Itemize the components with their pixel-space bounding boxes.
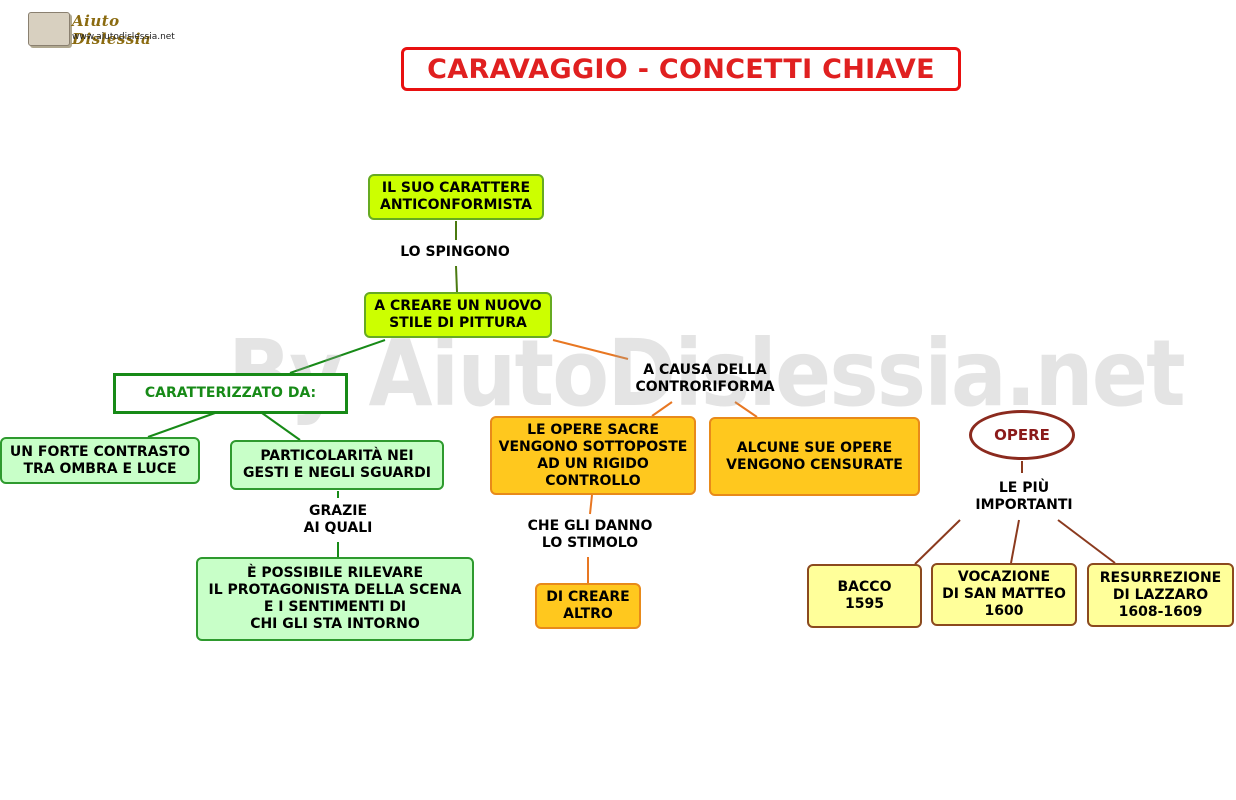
link-caratterizzato-particolarita: [261, 412, 301, 441]
node-particolarita: PARTICOLARITÀ NEI GESTI E NEGLI SGUARDI: [230, 440, 444, 490]
node-forte-contrasto: UN FORTE CONTRASTO TRA OMBRA E LUCE: [0, 437, 200, 484]
link-importanti-resurrezione: [1057, 519, 1116, 564]
node-caratterizzato-da: CARATTERIZZATO DA:: [113, 373, 348, 414]
node-opere-sacre: LE OPERE SACRE VENGONO SOTTOPOSTE AD UN …: [490, 416, 696, 495]
logo-name: Aiuto Dislessia: [72, 12, 152, 48]
link-caratterizzato-contrasto: [147, 412, 216, 438]
node-creare-altro: DI CREARE ALTRO: [535, 583, 641, 629]
node-carattere-anticonformista: IL SUO CARATTERE ANTICONFORMISTA: [368, 174, 544, 220]
link-stile-caratterizzato: [289, 339, 386, 374]
node-opere-censurate: ALCUNE SUE OPERE VENGONO CENSURATE: [709, 417, 920, 496]
node-bacco: BACCO 1595: [807, 564, 922, 628]
node-resurrezione: RESURREZIONE DI LAZZARO 1608-1609: [1087, 563, 1234, 627]
label-controriforma: A CAUSA DELLA CONTRORIFORMA: [635, 362, 775, 395]
link-stile-controriforma: [552, 339, 629, 360]
book-icon: [28, 12, 70, 46]
label-piu-importanti: LE PIÙ IMPORTANTI: [975, 480, 1073, 513]
node-vocazione: VOCAZIONE DI SAN MATTEO 1600: [931, 563, 1077, 626]
link-spingono-stile: [455, 265, 458, 293]
label-grazie-ai-quali: GRAZIE AI QUALI: [303, 503, 373, 536]
link-controriforma-censurate: [734, 401, 758, 418]
page-title: CARAVAGGIO - CONCETTI CHIAVE: [401, 47, 961, 91]
link-importanti-vocazione: [1010, 519, 1020, 564]
link-importanti-bacco: [914, 519, 961, 565]
node-opere: OPERE: [969, 410, 1075, 460]
node-nuovo-stile: A CREARE UN NUOVO STILE DI PITTURA: [364, 292, 552, 338]
link-opere-sacre-stimolo: [589, 494, 593, 515]
logo-url: www.aiutodislessia.net: [72, 32, 175, 42]
node-possibile-rilevare: È POSSIBILE RILEVARE IL PROTAGONISTA DEL…: [196, 557, 474, 641]
label-stimolo: CHE GLI DANNO LO STIMOLO: [527, 518, 653, 551]
link-controriforma-opere-sacre: [651, 401, 673, 417]
label-lo-spingono: LO SPINGONO: [400, 244, 510, 260]
site-logo[interactable]: Aiuto Dislessia www.aiutodislessia.net: [28, 12, 188, 48]
